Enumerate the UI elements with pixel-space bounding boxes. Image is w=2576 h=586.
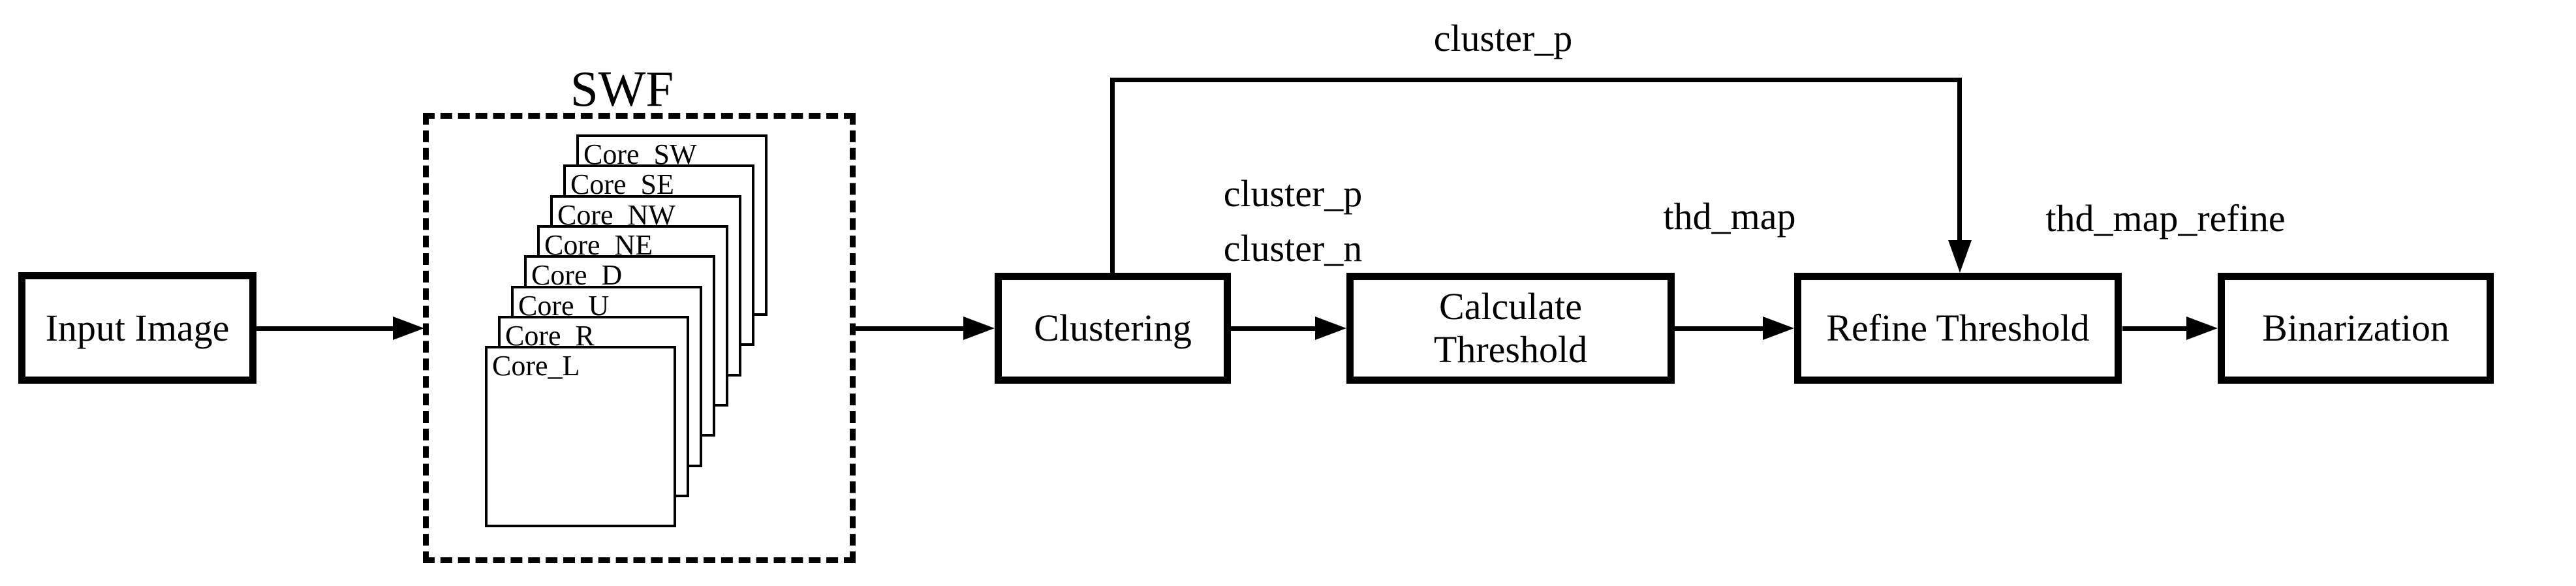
- edge-refine-to-binarization-line: [2122, 326, 2188, 331]
- label-cluster-n: cluster_n: [1223, 227, 1363, 270]
- arrowhead-right-icon: [1315, 316, 1346, 340]
- edge-feedback-vline-left: [1110, 80, 1115, 275]
- label-thd-map: thd_map: [1663, 195, 1796, 238]
- edge-feedback-vline-right: [1957, 78, 1962, 241]
- edge-swf-to-clustering-line: [856, 326, 965, 331]
- label-feedback-cluster-p: cluster_p: [1433, 17, 1573, 59]
- edge-feedback-hline-top: [1110, 78, 1962, 82]
- label-cluster-p-n: cluster_p cluster_n: [1224, 166, 1363, 276]
- swf-group-box: [423, 113, 856, 563]
- node-binarization: Binarization: [2218, 273, 2494, 384]
- swf-card: Core_L: [485, 346, 676, 527]
- swf-card-label: Core_L: [492, 350, 580, 382]
- node-clustering-label: Clustering: [1034, 307, 1192, 349]
- swf-card-label: Core_D: [531, 259, 623, 291]
- node-input-image: Input Image: [18, 272, 256, 384]
- swf-group-title: SWF: [570, 61, 674, 117]
- arrowhead-right-icon: [1763, 316, 1794, 340]
- edge-input-to-swf-line: [256, 326, 394, 331]
- node-calculate-threshold-line1: Calculate: [1438, 285, 1582, 328]
- label-cluster-p: cluster_p: [1223, 172, 1363, 215]
- arrowhead-right-icon: [2186, 316, 2218, 340]
- node-clustering: Clustering: [995, 273, 1231, 384]
- swf-card-label: Core_SE: [570, 168, 674, 200]
- node-input-image-label: Input Image: [45, 306, 230, 349]
- edge-clustering-to-calculate-line: [1231, 326, 1316, 331]
- edge-calculate-to-refine-line: [1675, 326, 1764, 331]
- label-thd-map-refine: thd_map_refine: [2045, 197, 2286, 239]
- node-calculate-threshold: Calculate Threshold: [1346, 273, 1675, 384]
- node-refine-threshold-label: Refine Threshold: [1826, 307, 2090, 349]
- arrowhead-down-icon: [1948, 240, 1972, 273]
- node-refine-threshold: Refine Threshold: [1794, 273, 2122, 384]
- arrowhead-right-icon: [393, 316, 424, 340]
- node-calculate-threshold-line2: Threshold: [1433, 328, 1588, 371]
- arrowhead-right-icon: [963, 316, 995, 340]
- node-binarization-label: Binarization: [2262, 307, 2449, 349]
